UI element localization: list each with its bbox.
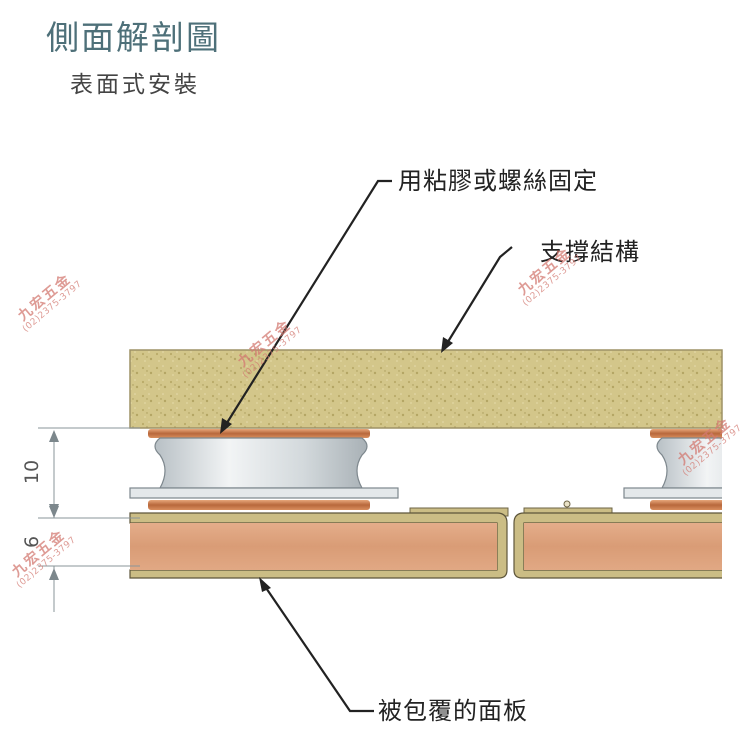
left-bushing bbox=[154, 437, 368, 489]
right-upper-copper-pad bbox=[650, 429, 722, 438]
right-fastener bbox=[623, 429, 722, 510]
dimension-gap-label: 10 bbox=[21, 460, 43, 484]
left-lower-copper-pad bbox=[148, 500, 370, 510]
leader-lines bbox=[220, 179, 513, 713]
left-fastener bbox=[129, 429, 399, 510]
callout-clad-panel: 被包覆的面板 bbox=[378, 697, 528, 725]
left-bushing-flange bbox=[129, 487, 399, 499]
left-panel bbox=[129, 507, 509, 579]
callout-support-structure: 支撐結構 bbox=[540, 238, 640, 266]
right-bushing-flange bbox=[623, 487, 722, 499]
callout-adhesive-or-screw: 用粘膠或螺絲固定 bbox=[398, 167, 598, 195]
dimension-panel-label: 6 bbox=[21, 536, 43, 548]
support-structure-block bbox=[129, 349, 723, 429]
page-title: 側面解剖圖 bbox=[46, 18, 221, 57]
page-subtitle: 表面式安裝 bbox=[70, 72, 200, 98]
dimension-markers bbox=[38, 427, 140, 612]
right-lower-copper-pad bbox=[650, 500, 722, 510]
left-upper-copper-pad bbox=[148, 429, 370, 438]
right-panel bbox=[513, 500, 722, 579]
